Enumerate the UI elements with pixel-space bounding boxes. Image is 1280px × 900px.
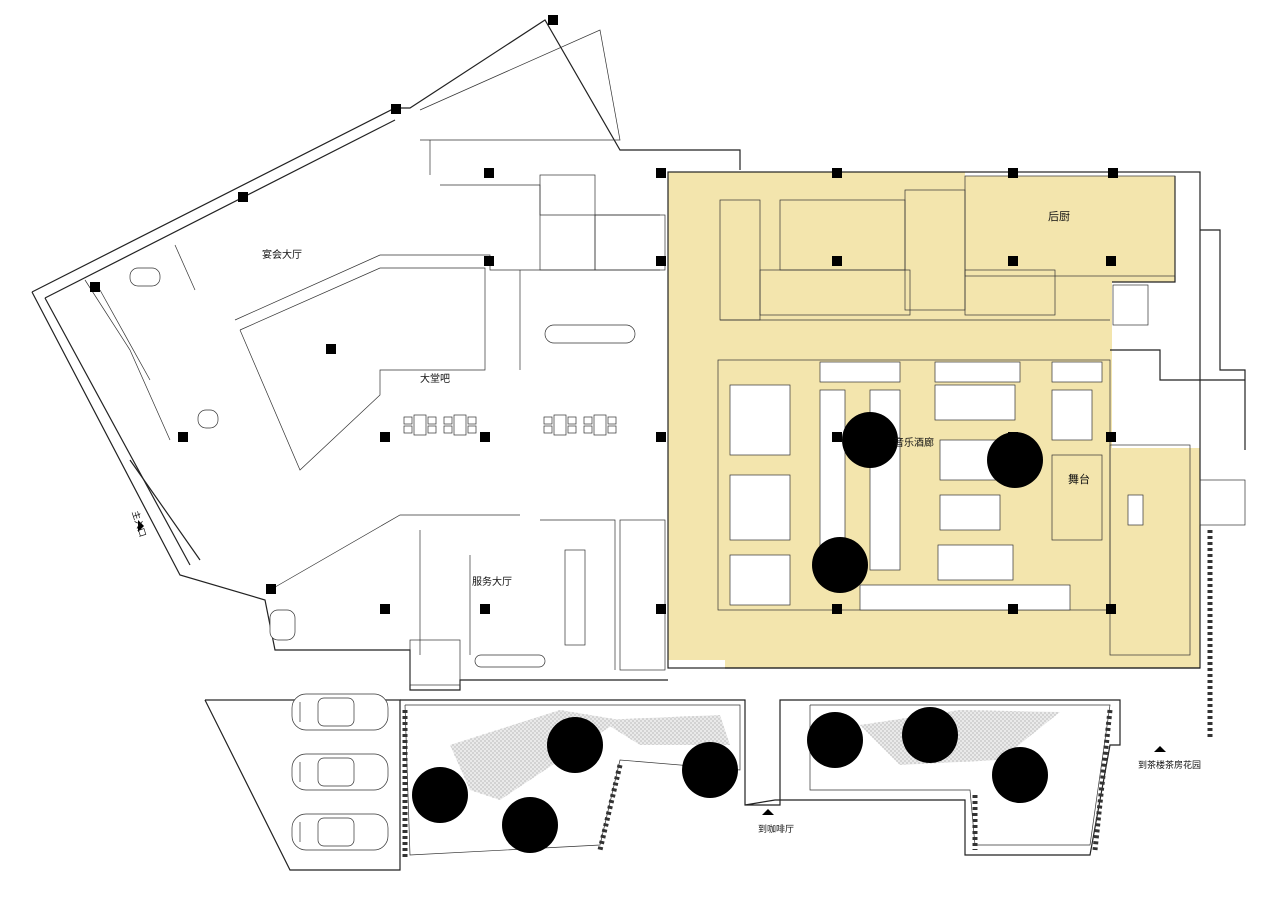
column-icon <box>90 282 100 292</box>
column-icon <box>266 584 276 594</box>
label-service-hall: 服务大厅 <box>472 575 512 588</box>
tree-icon <box>812 537 868 593</box>
label-stage: 舞台 <box>1068 472 1090 486</box>
car-icon <box>291 813 389 851</box>
label-banquet-hall: 宴会大厅 <box>262 248 302 261</box>
column-icon <box>480 604 490 614</box>
column-icon <box>1008 604 1018 614</box>
lobby-furniture <box>129 267 636 668</box>
tree-icon <box>992 747 1048 803</box>
column-icon <box>178 432 188 442</box>
column-icon <box>1008 256 1018 266</box>
column-icon <box>548 15 558 25</box>
column-icon <box>238 192 248 202</box>
column-icon <box>484 168 494 178</box>
column-icon <box>380 604 390 614</box>
music-bar-furniture <box>729 361 1144 611</box>
label-big-bar: 大堂吧 <box>420 372 450 385</box>
column-icon <box>832 432 842 442</box>
tree-icon <box>412 767 468 823</box>
label-back-kitchen: 后厨 <box>1048 210 1070 223</box>
column-icon <box>1106 256 1116 266</box>
column-icon <box>656 432 666 442</box>
direction-arrow-icon <box>1154 746 1166 752</box>
tree-icon <box>547 717 603 773</box>
column-icon <box>656 168 666 178</box>
column-icon <box>1108 168 1118 178</box>
direction-arrows <box>138 520 1166 815</box>
parking-cars <box>291 693 389 851</box>
column-icon <box>391 104 401 114</box>
columns <box>90 15 1118 614</box>
tree-icon <box>842 412 898 468</box>
car-icon <box>291 693 389 731</box>
column-icon <box>1106 604 1116 614</box>
column-icon <box>1008 432 1018 442</box>
direction-arrow-icon <box>138 520 144 532</box>
column-icon <box>1106 432 1116 442</box>
column-icon <box>326 344 336 354</box>
column-icon <box>832 168 842 178</box>
column-icon <box>656 604 666 614</box>
tree-icon <box>682 742 738 798</box>
tree-icon <box>807 712 863 768</box>
tree-icon <box>502 797 558 853</box>
column-icon <box>656 256 666 266</box>
label-entrance: 主入口 <box>129 509 149 538</box>
column-icon <box>832 256 842 266</box>
column-icon <box>484 256 494 266</box>
car-icon <box>291 753 389 791</box>
label-music-bar: 音乐酒廊 <box>894 436 934 449</box>
tree-icon <box>902 707 958 763</box>
hedges <box>402 530 1213 860</box>
column-icon <box>480 432 490 442</box>
column-icon <box>380 432 390 442</box>
interior-walls <box>84 29 666 671</box>
music-bar-highlight <box>668 172 1200 668</box>
column-icon <box>832 604 842 614</box>
label-to-cafe: 到咖啡厅 <box>758 823 794 835</box>
column-icon <box>1008 168 1018 178</box>
direction-arrow-icon <box>762 809 774 815</box>
label-to-tea-garden: 到茶楼茶房花园 <box>1138 759 1201 771</box>
